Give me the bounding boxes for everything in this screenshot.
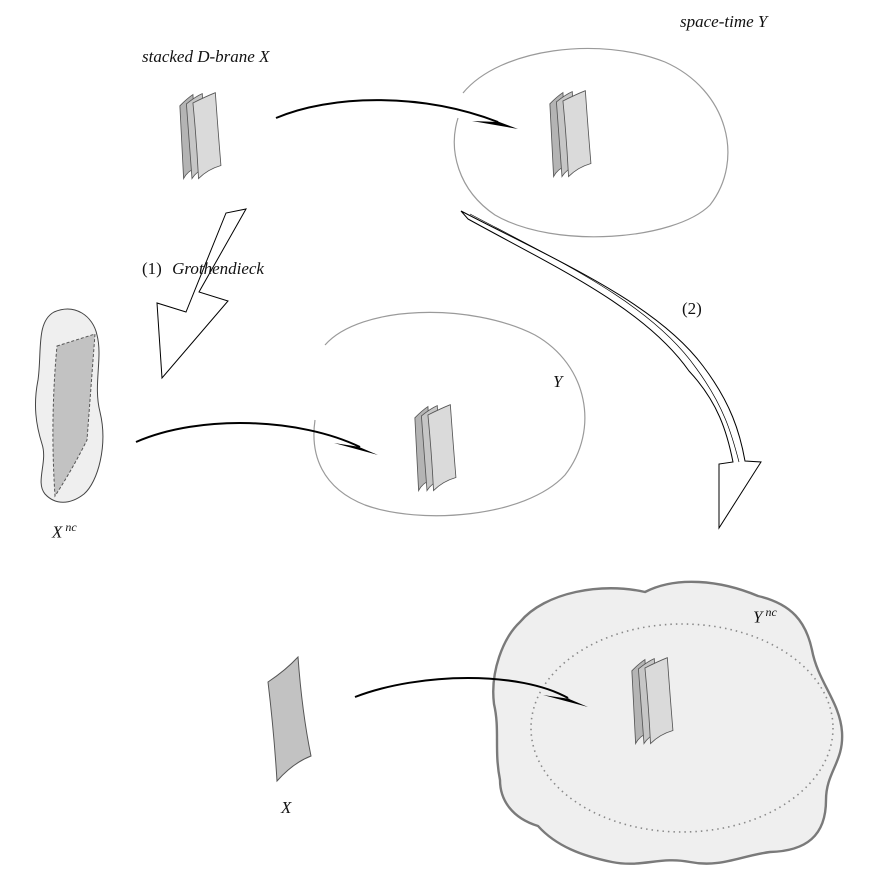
label-ync-superscript: nc: [765, 605, 777, 619]
label-step-1: (1) Grothendieck: [142, 259, 264, 279]
arrow-bottom: [354, 677, 569, 699]
arrow-middle: [135, 422, 361, 448]
label-xnc-superscript: nc: [65, 520, 77, 534]
stacked-brane-top-right: [549, 90, 592, 177]
arrow-step-2-inner-line: [469, 213, 740, 463]
label-stacked-brane: stacked D-brane X: [142, 47, 270, 66]
arrow-bottom-head: [543, 690, 588, 707]
stacked-brane-middle: [414, 404, 457, 491]
label-xnc-base: X: [52, 522, 63, 542]
single-brane: [267, 655, 312, 783]
label-x-bottom: X: [281, 798, 292, 817]
label-step-1-number: (1): [142, 259, 162, 278]
arrow-top: [275, 99, 499, 123]
label-y-middle: Y: [553, 372, 563, 391]
xnc-inner-patch: [52, 333, 96, 498]
label-step-1-name: Grothendieck: [172, 259, 264, 278]
arrow-grothendieck: [156, 208, 247, 380]
arrow-step-2: [460, 210, 762, 530]
spacetime-ellipse: [453, 47, 729, 238]
label-ync-base: Y: [753, 607, 763, 627]
label-spacetime: space-time Y: [680, 12, 768, 31]
arrow-middle-head: [334, 438, 378, 455]
ync-dotted-ring: [530, 623, 834, 833]
label-step-2: (2): [682, 299, 702, 318]
y-ellipse-middle: [313, 311, 586, 517]
stacked-brane-bottom: [631, 657, 674, 744]
arrow-top-head: [472, 114, 518, 129]
stacked-brane-top-left: [179, 92, 222, 179]
